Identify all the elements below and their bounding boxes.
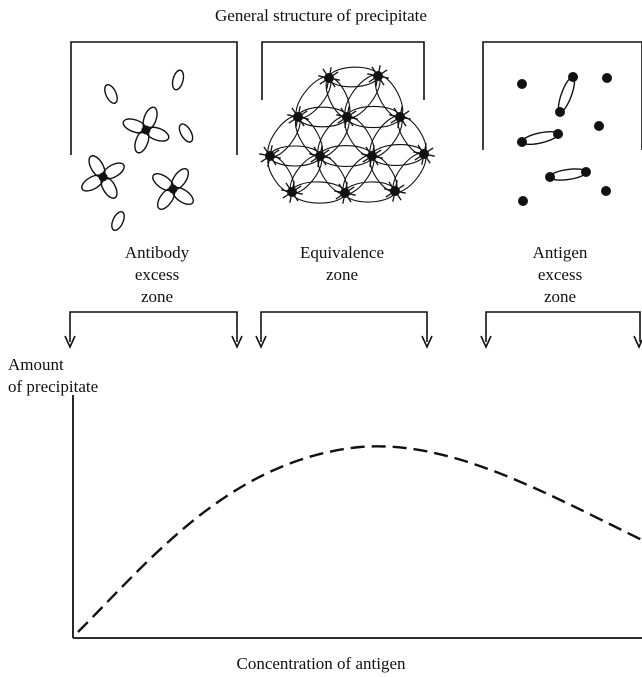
antigen-dot [553,129,563,139]
antigen-node [287,187,297,197]
antigen-dot [168,184,178,194]
antigen-dot [601,186,611,196]
antigen-dot [98,172,108,182]
antigen-node [367,151,377,161]
antigen-zone-box [482,41,642,150]
antibody-molecule [171,69,185,91]
antibody-molecule [111,210,125,232]
antibody-bridge [291,181,346,204]
antigen-node [265,151,275,161]
zone-label-equivalence: Equivalence zone [277,242,407,286]
antigen-dot [141,125,151,135]
antigen-node [419,149,429,159]
antibody-molecule [549,168,587,181]
antigen-dot [518,196,528,206]
antigen-dot [517,79,527,89]
antigen-dot [581,167,591,177]
y-axis-title-line: Amount [8,355,64,374]
equivalence-lattice [259,65,435,204]
figure-title: General structure of precipitate [215,6,427,25]
y-axis-title-line: of precipitate [8,377,99,396]
zone-label-antigen: Antigen excess zone [495,242,625,308]
zone-label-line: excess [537,265,583,284]
antigen-dot [555,107,565,117]
antigen-node [293,112,303,122]
zone-label-line: Equivalence [299,243,384,262]
antigen-node [340,188,350,198]
zone-label-line: zone [325,265,359,284]
antibody-bridge [319,145,373,167]
zone-label-line: zone [140,287,174,306]
zone-label-antibody: Antibody excess zone [92,242,222,308]
antibody-molecule [178,123,194,143]
y-axis-title: Amount of precipitate [8,354,98,398]
antigen-zone-bracket [480,311,642,349]
antigen-excess-complexes [517,72,612,206]
precipitation-curve [77,445,642,633]
antibody-zone-bracket [64,311,243,349]
antigen-node [324,73,334,83]
equivalence-zone-bracket [255,311,433,349]
antigen-dot [545,172,555,182]
antigen-dot [517,137,527,147]
zone-label-line: zone [543,287,577,306]
antigen-node [390,186,400,196]
zone-label-line: Antigen [532,243,588,262]
antibody-bridge [328,66,379,88]
equivalence-zone-box [261,41,425,100]
zone-label-line: excess [134,265,180,284]
antibody-zone-box [70,41,238,155]
antibody-molecule [521,130,559,146]
antigen-dot [594,121,604,131]
antigen-node [315,151,325,161]
antigen-dot [568,72,578,82]
antigen-node [373,71,383,81]
antigen-dot [602,73,612,83]
antibody-molecule [104,83,118,105]
zone-label-line: Antibody [124,243,190,262]
antigen-node [395,112,405,122]
antigen-node [342,112,352,122]
antibody-excess-molecules [81,69,194,232]
x-axis-title: Concentration of antigen [236,654,406,673]
